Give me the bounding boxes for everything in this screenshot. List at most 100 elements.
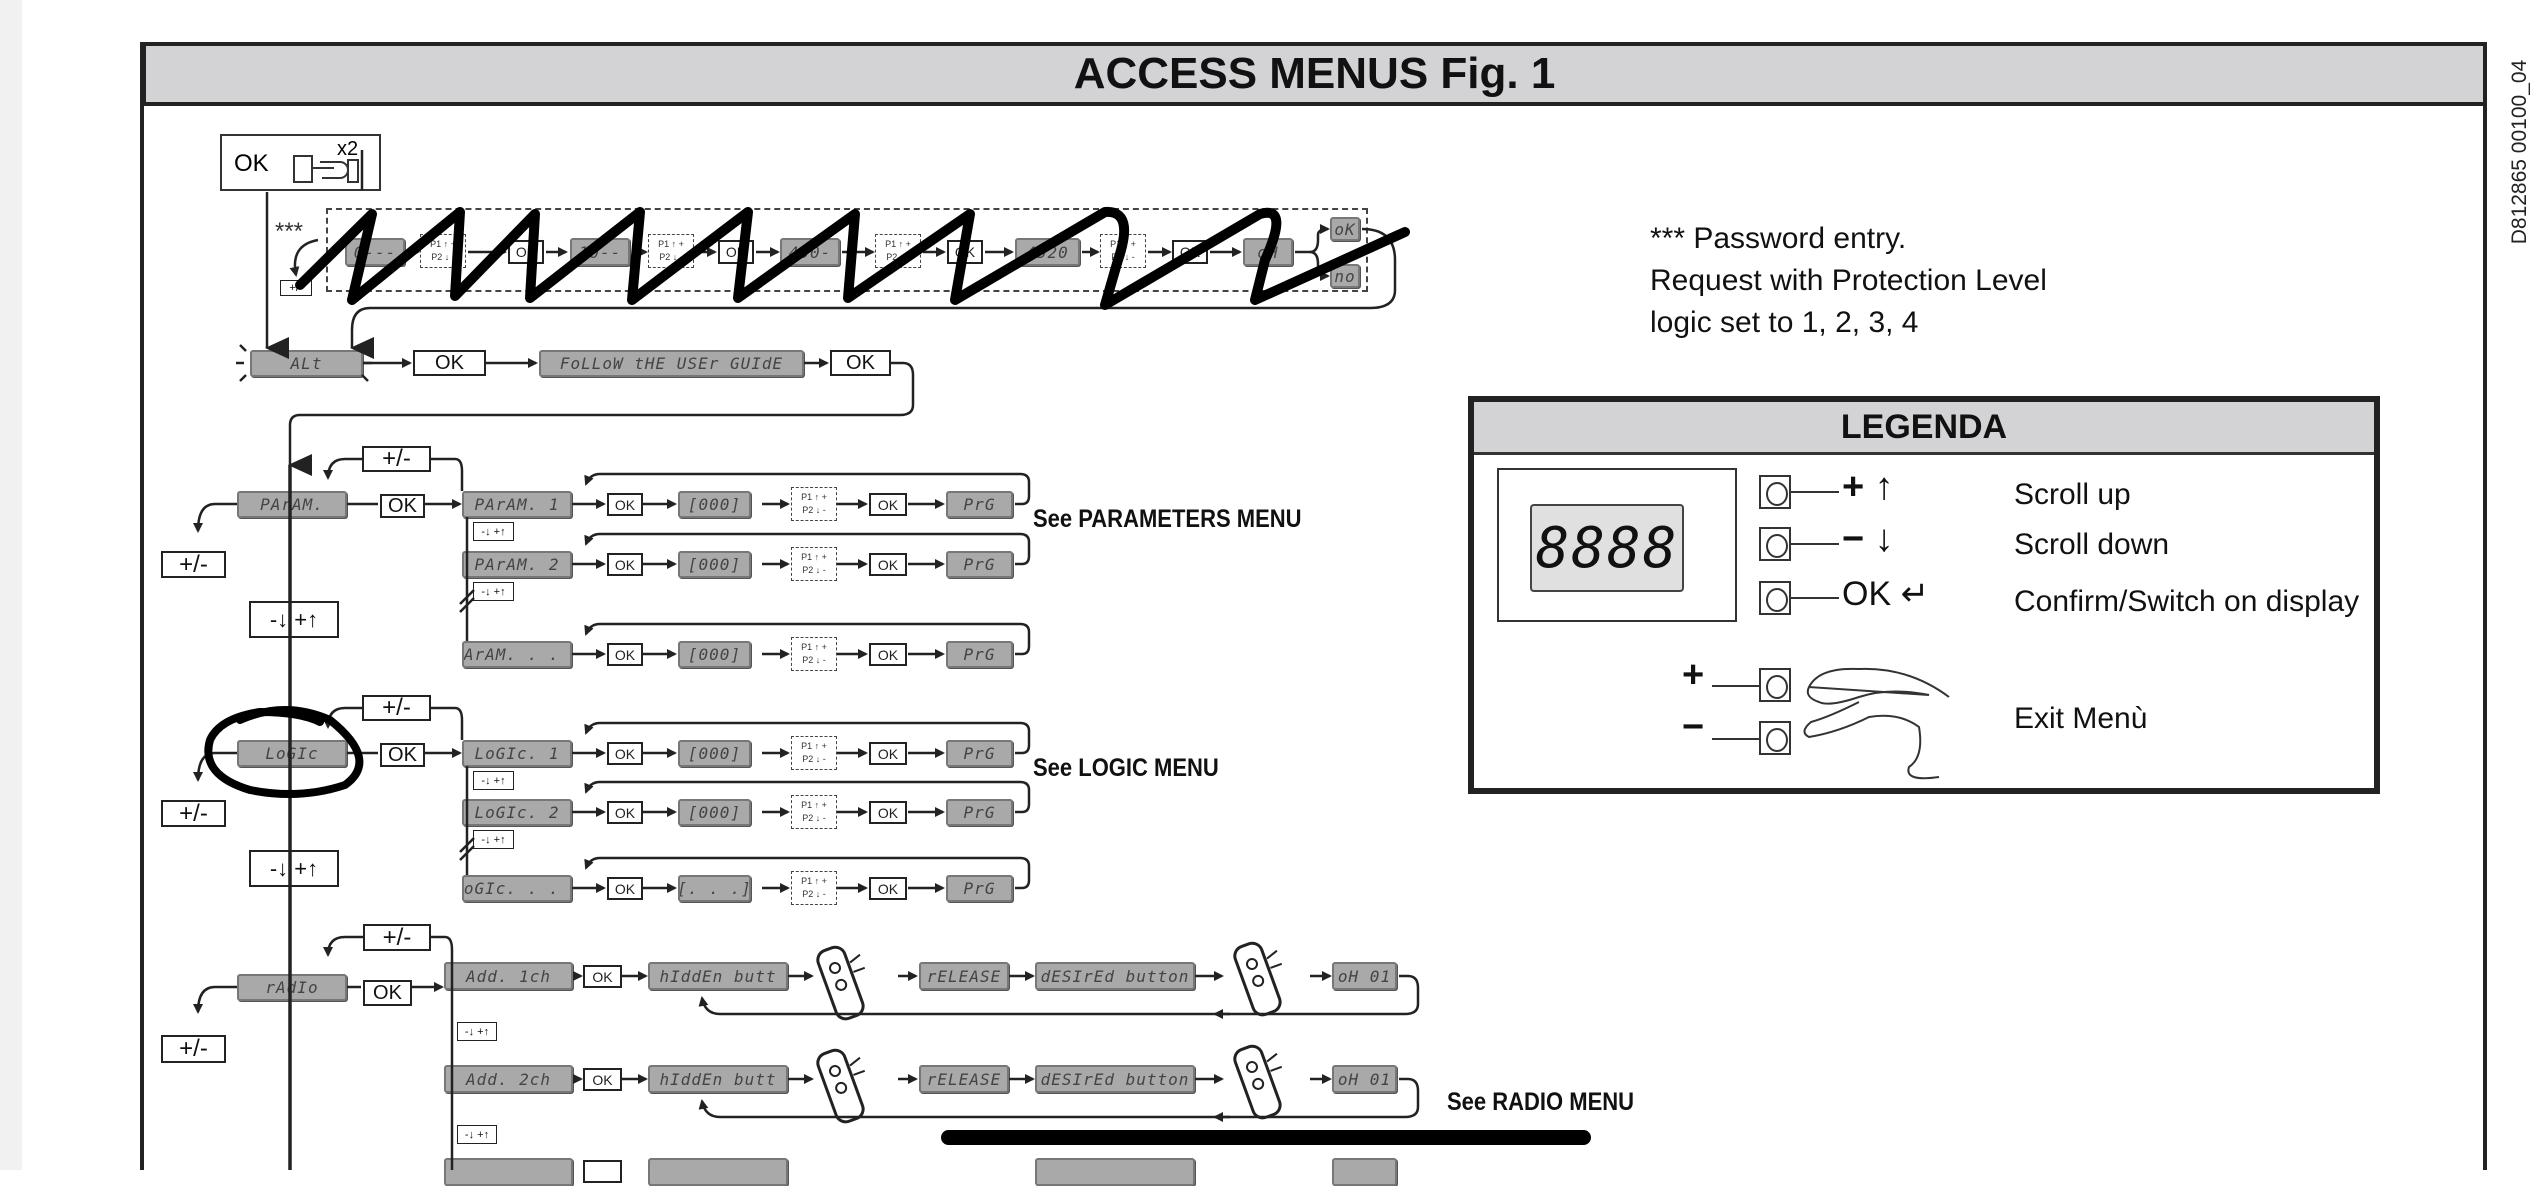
logic-item-display[interactable]: LoGIc. . . . — [462, 875, 572, 902]
row-ok-button[interactable]: OK — [583, 965, 622, 988]
scroll-nav-button[interactable]: -↓ +↑ — [249, 601, 339, 638]
row-ok-button[interactable]: OK — [607, 553, 643, 576]
selector-label: P1 ↑ + — [801, 876, 827, 886]
selector-label: P2 ↓ - — [802, 655, 826, 665]
password-display: 450- — [780, 238, 840, 266]
password-display: 0--- — [345, 238, 405, 266]
legend-confirm: Confirm/Switch on display — [2014, 585, 2360, 618]
radio-add-channel-display[interactable] — [444, 1158, 573, 1186]
selector-label: P2 ↓ - — [886, 252, 910, 262]
value-display: [000] — [678, 491, 751, 518]
minus-button-icon — [1759, 527, 1791, 561]
password-display: 4520 — [1015, 238, 1080, 266]
selector-label: P2 ↓ - — [802, 813, 826, 823]
legend-title: LEGENDA — [1474, 402, 2374, 455]
program-display: PrG — [946, 799, 1013, 826]
radio-ok-button[interactable]: OK — [363, 980, 412, 1006]
row-ok-button[interactable]: OK — [869, 877, 907, 900]
result-display: oH 01 — [1332, 1065, 1397, 1093]
row-scroll-nav[interactable]: -↓ +↑ — [473, 771, 514, 790]
selector-label: P2 ↓ - — [1111, 252, 1135, 262]
legend-exit-menu: Exit Menù — [2014, 702, 2148, 735]
password-note-line2: Request with Protection Level — [1650, 264, 2047, 297]
logic-menu-display[interactable]: LoGIc — [237, 740, 347, 767]
logic-item-display[interactable]: LoGIc. 1 — [462, 740, 572, 767]
user-guide-display: FoLLoW tHE USEr GUIdE — [539, 350, 804, 377]
plusminus-back-button[interactable]: +/- — [363, 924, 431, 951]
parameters-item-display[interactable]: PArAM. . . . — [462, 641, 572, 668]
frame-border-left — [140, 42, 144, 1170]
hidden-button-display — [648, 1158, 788, 1186]
row-ok-button[interactable]: OK — [607, 493, 643, 516]
exit-plus-button-icon — [1759, 668, 1791, 702]
row-scroll-nav[interactable]: -↓ +↑ — [473, 830, 514, 849]
program-display: PrG — [946, 641, 1013, 668]
value-display: [000] — [678, 799, 751, 826]
row-ok-button[interactable]: OK — [869, 801, 907, 824]
password-note-line3: logic set to 1, 2, 3, 4 — [1650, 306, 1919, 339]
plusminus-exit-button[interactable]: +/- — [161, 800, 226, 827]
selector-label: P1 ↑ + — [801, 552, 827, 562]
password-note-line1: *** Password entry. — [1650, 222, 1907, 255]
see-logic-menu-link[interactable]: See LOGIC MENU — [1033, 754, 1219, 782]
radio-add-channel-display[interactable]: Add. 1ch — [444, 962, 573, 990]
radio-add-channel-display[interactable]: Add. 2ch — [444, 1065, 573, 1093]
see-radio-menu-link[interactable]: See RADIO MENU — [1447, 1088, 1635, 1116]
plusminus-back-button[interactable]: +/- — [362, 695, 431, 721]
lcd-display: 8888 — [1530, 504, 1684, 592]
selector-label: P1 ↑ + — [801, 741, 827, 751]
plusminus-exit-button[interactable]: +/- — [161, 1035, 226, 1063]
value-display: [000] — [678, 551, 751, 578]
scroll-nav-button[interactable]: -↓ +↑ — [249, 850, 339, 887]
row-ok-button[interactable]: OK — [607, 643, 643, 666]
plusminus-exit-button[interactable]: +/- — [161, 551, 226, 578]
logic-ok-button[interactable]: OK — [380, 743, 425, 767]
row-ok-button[interactable]: OK — [583, 1068, 622, 1091]
row-ok-button[interactable]: OK — [869, 553, 907, 576]
logic-item-display[interactable]: LoGIc. 2 — [462, 799, 572, 826]
guide-ok-button[interactable]: OK — [830, 350, 891, 376]
row-scroll-nav[interactable]: -↓ +↑ — [473, 582, 514, 601]
selector-label: P1 ↑ + — [658, 239, 684, 249]
home-indicator-bar[interactable] — [941, 1130, 1591, 1145]
row-ok-button[interactable]: OK — [607, 877, 643, 900]
row-scroll-nav[interactable]: -↓ +↑ — [457, 1022, 497, 1041]
parameters-menu-display[interactable]: PArAM. — [237, 491, 347, 518]
alarm-ok-button[interactable]: OK — [413, 350, 486, 376]
desired-button-display: dESIrEd button — [1035, 962, 1195, 990]
password-ok[interactable]: OK — [508, 240, 544, 264]
confirm-symbol: OK ↵ — [1842, 575, 1930, 613]
entry-ok-label: OK — [234, 150, 269, 177]
row-ok-button[interactable]: OK — [869, 493, 907, 516]
p1-p2-selector-icon: P1 ↑ +P2 ↓ - — [791, 871, 837, 905]
row-ok-button[interactable]: OK — [869, 643, 907, 666]
password-ok[interactable]: OK — [718, 240, 754, 264]
desired-button-display — [1035, 1158, 1195, 1186]
password-ok[interactable]: OK — [947, 240, 983, 264]
plusminus-back-button[interactable]: +/- — [362, 446, 431, 472]
row-ok-button[interactable]: OK — [607, 742, 643, 765]
row-ok-button[interactable] — [583, 1160, 622, 1183]
hidden-button-display: hIddEn butt — [648, 962, 788, 990]
see-parameters-menu-link[interactable]: See PARAMETERS MENU — [1033, 505, 1302, 533]
parameters-item-display[interactable]: PArAM. 2 — [462, 551, 572, 578]
selector-label: P1 ↑ + — [801, 642, 827, 652]
parameters-ok-button[interactable]: OK — [380, 494, 425, 518]
row-scroll-nav[interactable]: -↓ +↑ — [457, 1125, 497, 1144]
desired-button-display: dESIrEd button — [1035, 1065, 1195, 1093]
selector-label: P2 ↓ - — [431, 252, 455, 262]
row-ok-button[interactable]: OK — [869, 742, 907, 765]
p1-p2-selector-icon: P1 ↑ +P2 ↓ - — [875, 234, 921, 268]
entry-instruction-box: OK x2 — [220, 134, 381, 191]
row-ok-button[interactable]: OK — [607, 801, 643, 824]
press-count: x2 — [337, 138, 359, 160]
row-scroll-nav[interactable]: -↓ +↑ — [473, 522, 514, 541]
p1-p2-selector-icon: P1 ↑ +P2 ↓ - — [791, 795, 837, 829]
password-ok[interactable]: OK — [1172, 240, 1208, 264]
two-finger-hand-icon — [1803, 667, 1950, 780]
selector-label: P2 ↓ - — [802, 754, 826, 764]
password-plusminus[interactable]: +/- — [280, 280, 312, 296]
radio-menu-display[interactable]: rAdIo — [237, 974, 347, 1001]
p1-p2-selector-icon: P1 ↑ +P2 ↓ - — [1100, 234, 1146, 268]
parameters-item-display[interactable]: PArAM. 1 — [462, 491, 572, 518]
